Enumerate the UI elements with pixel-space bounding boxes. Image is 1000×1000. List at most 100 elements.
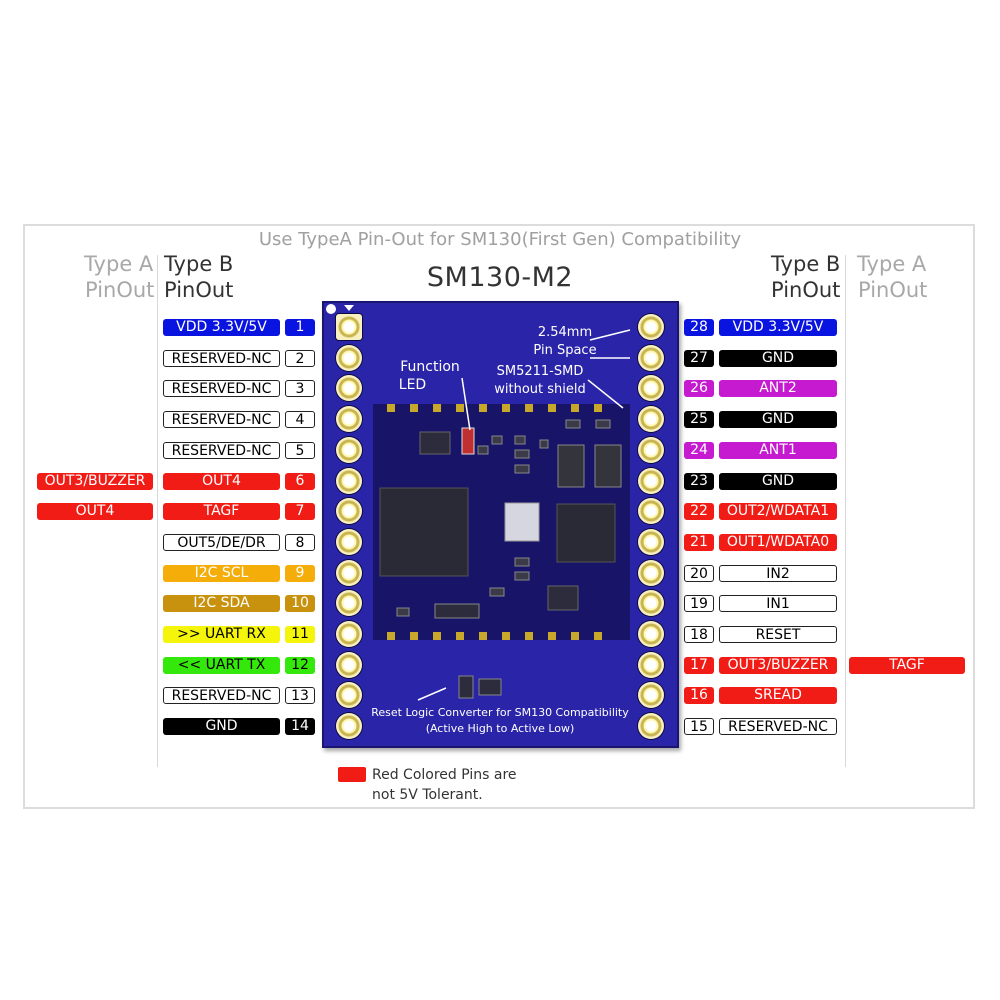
header-pin xyxy=(336,345,362,371)
right-pin-label: OUT1/WDATA0 xyxy=(719,534,837,551)
left-pin-number: 11 xyxy=(285,626,315,643)
header-pin xyxy=(336,590,362,616)
header-pin xyxy=(336,621,362,647)
reset-label-2: (Active High to Active Low) xyxy=(425,722,575,735)
header-pin xyxy=(638,314,664,340)
reset-label-1: Reset Logic Converter for SM130 Compatib… xyxy=(371,706,629,719)
right-pin-label: ANT1 xyxy=(719,442,837,459)
right-pin-number: 16 xyxy=(684,687,714,704)
right-pin-number: 21 xyxy=(684,534,714,551)
header-pin xyxy=(336,375,362,401)
header-pin xyxy=(336,652,362,678)
right-pin-number: 18 xyxy=(684,626,714,643)
header-pin xyxy=(336,713,362,739)
left-pin-number: 12 xyxy=(285,657,315,674)
left-pin-label: RESERVED-NC xyxy=(163,687,280,704)
left-pin-label: VDD 3.3V/5V xyxy=(163,319,280,336)
divider-left xyxy=(157,255,158,767)
left-pin-number: 10 xyxy=(285,595,315,612)
right-type-a-label: TAGF xyxy=(849,657,965,674)
header-pin xyxy=(336,682,362,708)
divider-right xyxy=(845,255,846,767)
left-pin-number: 14 xyxy=(285,718,315,735)
left-type-b-header-1: Type B xyxy=(164,252,234,276)
left-pin-number: 13 xyxy=(285,687,315,704)
header-pin xyxy=(336,529,362,555)
pin-space-label-2: Pin Space xyxy=(533,343,597,358)
reset-ic-1 xyxy=(458,675,474,699)
resistor-chip xyxy=(434,603,480,619)
diode-1 xyxy=(557,444,585,488)
header-pin xyxy=(638,621,664,647)
header-pin xyxy=(336,314,362,340)
mcu-chip xyxy=(379,487,469,577)
left-type-a-label: OUT3/BUZZER xyxy=(37,473,153,490)
header-pin xyxy=(638,529,664,555)
right-pin-label: RESET xyxy=(719,626,837,643)
header-pin xyxy=(638,590,664,616)
left-pin-label: TAGF xyxy=(163,503,280,520)
right-pin-label: GND xyxy=(719,411,837,428)
left-pin-number: 1 xyxy=(285,319,315,336)
left-pin-number: 8 xyxy=(285,534,315,551)
header-pin xyxy=(638,468,664,494)
pin1-marker-icon xyxy=(344,305,354,311)
legend-line-2: not 5V Tolerant. xyxy=(372,787,483,803)
pin-space-pointer-1 xyxy=(589,329,631,341)
left-pin-label: I2C SCL xyxy=(163,565,280,582)
right-type-a-header-2: PinOut xyxy=(858,278,928,302)
right-type-a-header-1: Type A xyxy=(857,252,927,276)
diode-2 xyxy=(594,444,622,488)
right-pin-label: OUT2/WDATA1 xyxy=(719,503,837,520)
right-pin-number: 20 xyxy=(684,565,714,582)
reset-pointer xyxy=(417,687,447,701)
function-led xyxy=(461,427,475,455)
left-type-b-header-2: PinOut xyxy=(164,278,234,302)
left-pin-label: RESERVED-NC xyxy=(163,350,280,367)
legend-note: Red Colored Pins are not 5V Tolerant. xyxy=(372,765,517,805)
right-pin-number: 19 xyxy=(684,595,714,612)
crystal xyxy=(504,502,540,542)
right-pin-label: GND xyxy=(719,473,837,490)
function-led-label-1: Function xyxy=(400,359,460,375)
left-pin-number: 4 xyxy=(285,411,315,428)
left-pin-number: 5 xyxy=(285,442,315,459)
left-pin-label: << UART TX xyxy=(163,657,280,674)
reset-ic-2 xyxy=(478,678,502,696)
right-pin-label: SREAD xyxy=(719,687,837,704)
left-pin-label: >> UART RX xyxy=(163,626,280,643)
header-pin xyxy=(638,345,664,371)
left-type-a-label: OUT4 xyxy=(37,503,153,520)
header-pin xyxy=(336,560,362,586)
page-title: SM130-M2 xyxy=(426,262,574,293)
right-pin-number: 15 xyxy=(684,718,714,735)
right-pin-number: 17 xyxy=(684,657,714,674)
right-type-b-header-1: Type B xyxy=(771,252,841,276)
right-pin-label: OUT3/BUZZER xyxy=(719,657,837,674)
left-pin-number: 2 xyxy=(285,350,315,367)
right-pin-label: RESERVED-NC xyxy=(719,718,837,735)
left-pin-label: OUT5/DE/DR xyxy=(163,534,280,551)
header-pin xyxy=(336,498,362,524)
header-pin xyxy=(336,437,362,463)
left-pin-number: 7 xyxy=(285,503,315,520)
header-pin xyxy=(638,713,664,739)
header-pin xyxy=(638,498,664,524)
pin-space-label-1: 2.54mm xyxy=(537,325,593,340)
header-pin xyxy=(638,560,664,586)
diagram-frame xyxy=(23,224,975,809)
right-pin-number: 22 xyxy=(684,503,714,520)
function-led-label-2: LED xyxy=(398,377,427,393)
board-corner-dot xyxy=(326,304,336,314)
legend-line-1: Red Colored Pins are xyxy=(372,767,517,783)
right-pin-label: IN1 xyxy=(719,595,837,612)
left-type-a-header-2: PinOut xyxy=(85,278,155,302)
header-pin xyxy=(638,406,664,432)
header-pin xyxy=(638,682,664,708)
right-pin-label: VDD 3.3V/5V xyxy=(719,319,837,336)
chip-small xyxy=(419,431,451,455)
sm5211-label-2: without shield xyxy=(494,382,586,397)
right-pin-number: 23 xyxy=(684,473,714,490)
left-pin-number: 6 xyxy=(285,473,315,490)
